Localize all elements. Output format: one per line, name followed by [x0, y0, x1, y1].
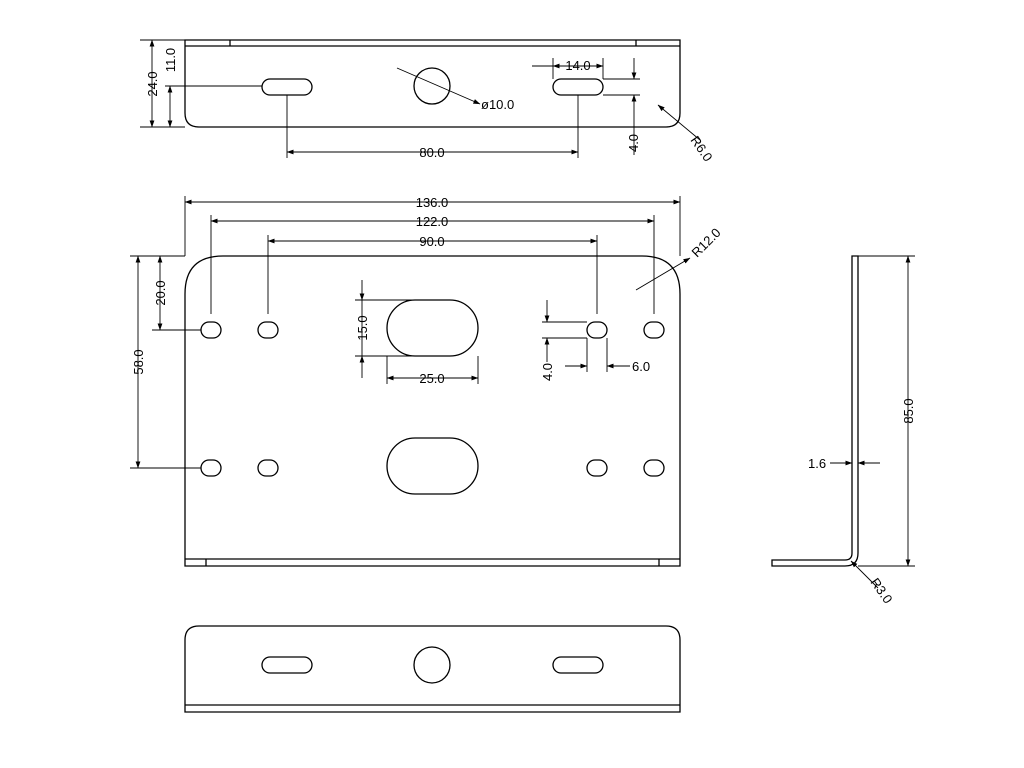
dim-label-58: 58.0: [131, 349, 146, 374]
dim-label-85: 85.0: [901, 398, 916, 423]
dim-label-top-4: 4.0: [626, 134, 641, 152]
dim-label-14: 14.0: [565, 58, 590, 73]
dim-label-90: 90.0: [419, 234, 444, 249]
dim-label-20: 20.0: [153, 280, 168, 305]
dim-label-r6: R6.0: [688, 133, 716, 164]
mount-slot: [586, 321, 608, 339]
dim-label-136: 136.0: [416, 195, 449, 210]
large-slot-lower: [386, 437, 479, 495]
mount-slot: [257, 321, 279, 339]
dim-label-1-6: 1.6: [808, 456, 826, 471]
dim-label-15: 15.0: [355, 315, 370, 340]
dim-label-r12: R12.0: [689, 225, 724, 260]
top-center-hole: [413, 67, 451, 105]
side-view-profile: [771, 255, 859, 567]
top-slot-right: [552, 78, 604, 96]
dim-label-r3: R3.0: [868, 575, 896, 606]
mount-slot: [643, 321, 665, 339]
bottom-view-outline: [184, 625, 681, 713]
front-view: 136.0 122.0 90.0 R12.0 20.0 58.0 15.0: [130, 195, 724, 567]
side-view: 85.0 1.6 R3.0: [771, 255, 916, 606]
top-view-outline: [184, 39, 681, 128]
mount-slot: [643, 459, 665, 477]
dim-label-front-4: 4.0: [540, 363, 555, 381]
dim-label-diameter: ø10.0: [481, 97, 514, 112]
dim-label-6: 6.0: [632, 359, 650, 374]
bottom-center-hole: [413, 646, 451, 684]
mount-slot: [257, 459, 279, 477]
bottom-view: [184, 625, 681, 713]
large-slot-upper: [386, 299, 479, 357]
bottom-slot-right: [552, 656, 604, 674]
front-view-outline: [184, 255, 681, 567]
dim-label-25: 25.0: [419, 371, 444, 386]
bottom-slot-left: [261, 656, 313, 674]
mount-slot: [200, 459, 222, 477]
dim-label-11: 11.0: [163, 48, 178, 72]
dim-label-80: 80.0: [419, 145, 444, 160]
mount-slot: [586, 459, 608, 477]
dim-label-24: 24.0: [145, 71, 160, 96]
dim-label-122: 122.0: [416, 214, 449, 229]
top-view: 24.0 11.0 14.0 4.0 ø10.0 80.0 R6.0: [140, 39, 716, 164]
top-slot-left: [261, 78, 313, 96]
mount-slot: [200, 321, 222, 339]
